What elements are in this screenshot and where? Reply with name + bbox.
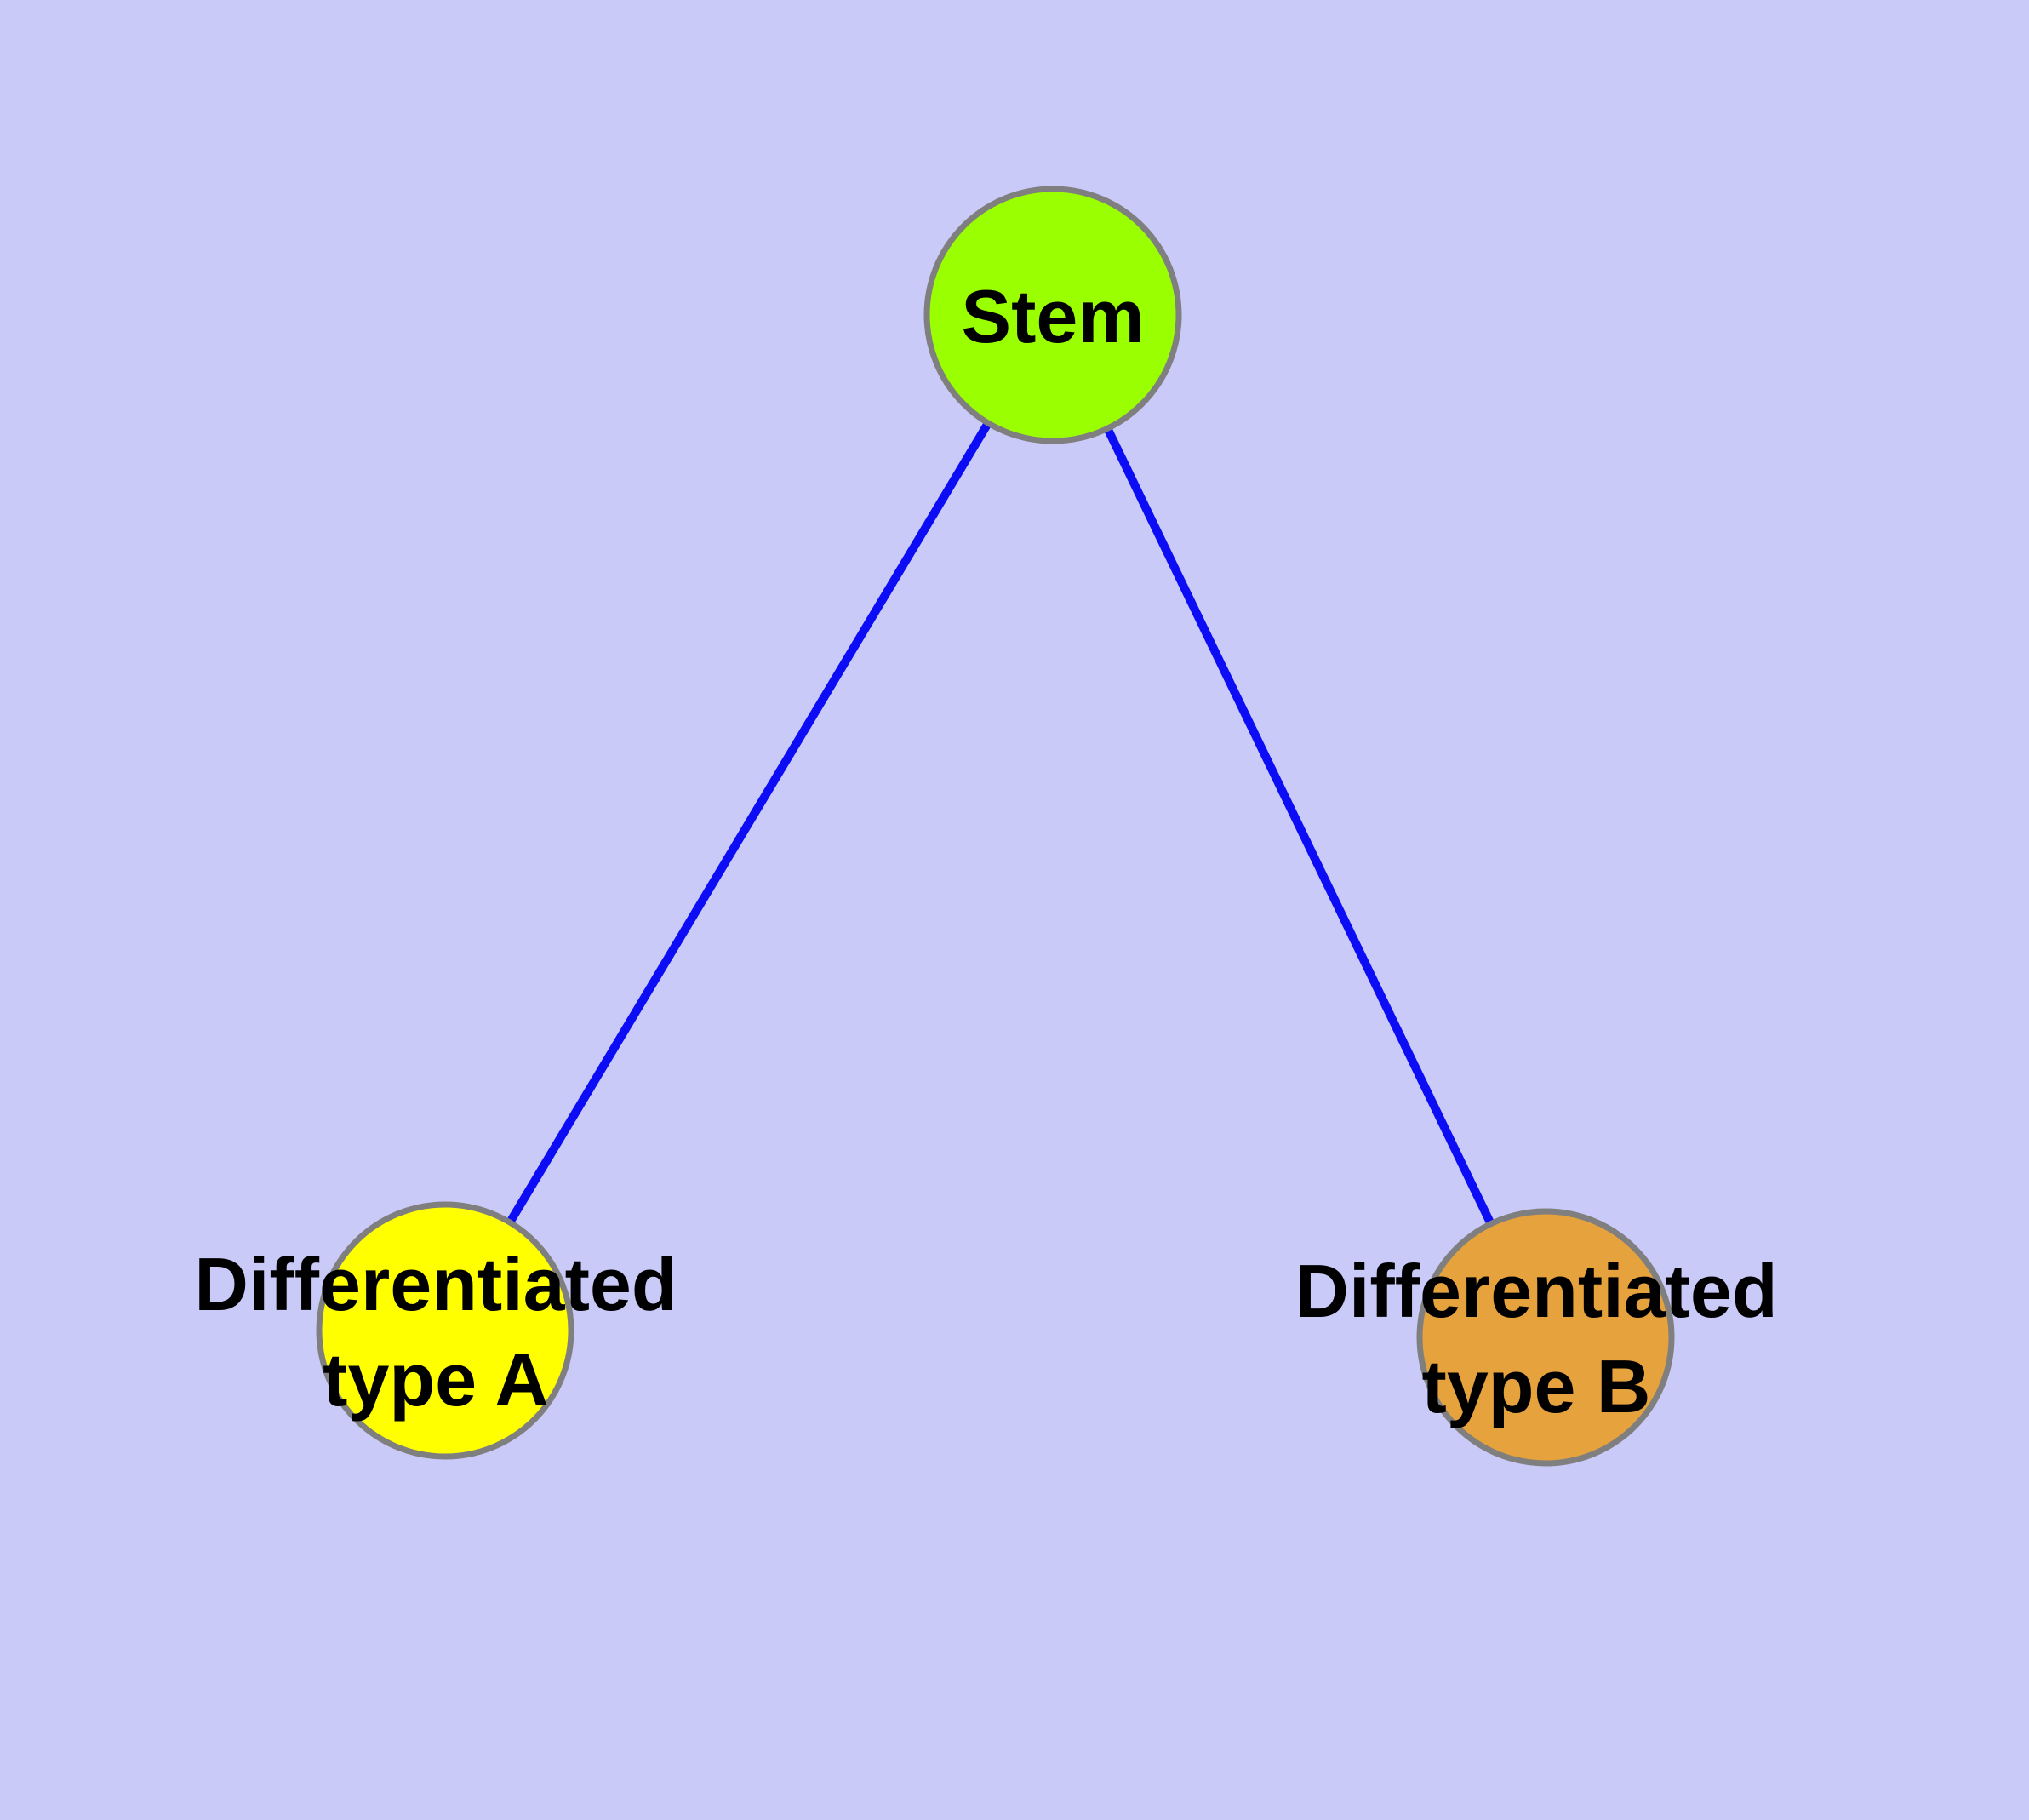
node-type-b-circle bbox=[1416, 1208, 1675, 1467]
node-type-b-label-line1: Differentiated bbox=[1295, 1249, 1777, 1333]
node-type-b-label-line2: type B bbox=[1422, 1344, 1651, 1428]
node-type-a-label-line2: type A bbox=[323, 1337, 549, 1422]
node-type-a-circle bbox=[316, 1201, 574, 1460]
edge-stem-to-type-a bbox=[441, 311, 1057, 1335]
edge-stem-to-type-b bbox=[1049, 311, 1550, 1342]
node-stem-label: Stem bbox=[961, 274, 1144, 358]
node-stem-circle bbox=[923, 186, 1182, 444]
node-type-a-label-line1: Differentiated bbox=[194, 1242, 677, 1326]
